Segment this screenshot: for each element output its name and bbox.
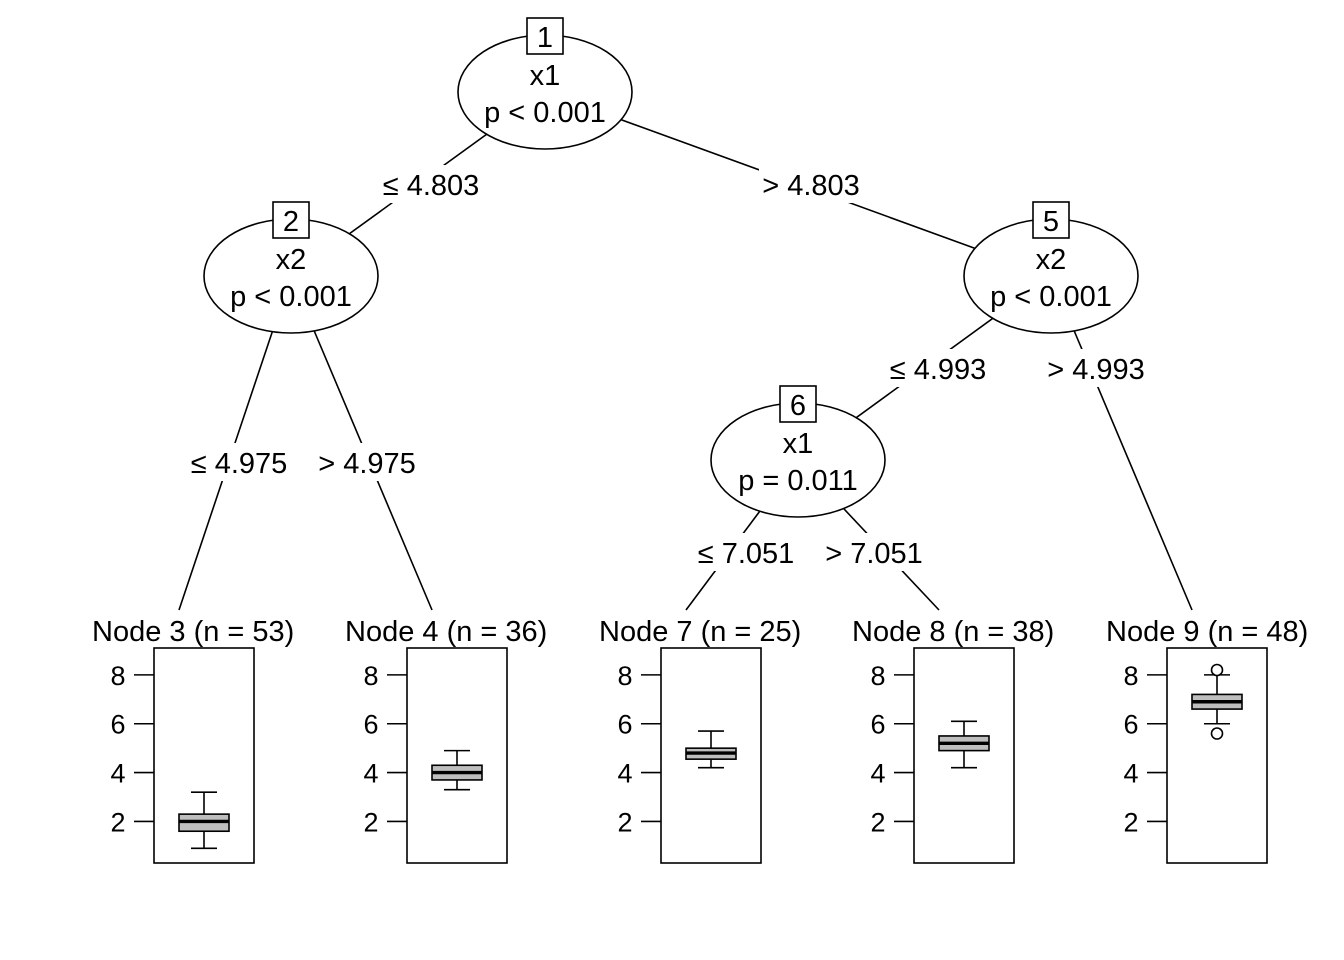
- y-axis-tick-label: 6: [617, 710, 632, 740]
- inner-node-2: 2 x2 p < 0.001: [203, 201, 379, 334]
- terminal-node-7: Node 7 (n = 25) 2 4 6 8: [597, 615, 802, 864]
- y-axis-tick-label: 6: [1123, 710, 1138, 740]
- edges-layer: [178, 91, 1193, 611]
- edge-label-5-6: ≤ 4.993: [886, 349, 990, 387]
- y-axis-tick-label: 4: [617, 759, 632, 789]
- node-p-value-label: p < 0.001: [230, 281, 352, 313]
- edge-label-2-3: ≤ 4.975: [187, 443, 291, 481]
- edge-label-1-5: > 4.803: [759, 165, 863, 203]
- inner-node-1: 1 x1 p < 0.001: [457, 17, 633, 150]
- y-axis-tick-label: 8: [870, 661, 885, 691]
- terminal-node-title: Node 4 (n = 36): [345, 616, 547, 648]
- edge-label-background: [886, 349, 990, 387]
- y-axis-tick-label: 2: [870, 807, 885, 837]
- edge-label-text: ≤ 4.975: [191, 448, 288, 480]
- edge-label-background: [379, 165, 483, 203]
- y-axis-tick-label: 2: [617, 807, 632, 837]
- inner-node-6: 6 x1 p = 0.011: [710, 385, 886, 518]
- edge-label-background: [315, 443, 419, 481]
- boxplot-panel: [153, 647, 255, 864]
- node-p-value-label: p = 0.011: [738, 465, 858, 497]
- boxplot-panel: [406, 647, 508, 864]
- y-axis-tick-label: 4: [1123, 759, 1138, 789]
- terminal-node-9: Node 9 (n = 48) 2 4 6 8: [1104, 615, 1344, 864]
- edge-label-6-7: ≤ 7.051: [694, 533, 798, 571]
- y-axis-tick-label: 2: [363, 807, 378, 837]
- y-axis-tick-label: 2: [1123, 807, 1138, 837]
- node-id-label: 2: [283, 206, 299, 238]
- node-title-background: [850, 615, 1055, 649]
- y-axis-tick-label: 8: [363, 661, 378, 691]
- y-axis-tick-label: 8: [617, 661, 632, 691]
- edge-label-background: [759, 165, 863, 203]
- outlier-point: [1210, 727, 1224, 740]
- node-id-box: [1032, 201, 1070, 239]
- boxplot-panel: [1166, 647, 1268, 864]
- boxplot-panel: [913, 647, 1015, 864]
- node-variable-label: x2: [1036, 244, 1067, 276]
- terminal-node-3: Node 3 (n = 53) 2 4 6 8: [90, 615, 295, 864]
- node-variable-label: x1: [783, 428, 814, 460]
- y-axis-tick-label: 6: [363, 710, 378, 740]
- y-axis-tick-label: 4: [363, 759, 378, 789]
- y-axis-tick-label: 6: [870, 710, 885, 740]
- edge-label-background: [822, 533, 926, 571]
- y-axis-tick-label: 8: [110, 661, 125, 691]
- edge-label-1-2: ≤ 4.803: [379, 165, 483, 203]
- y-axis-tick-label: 4: [870, 759, 885, 789]
- edge-label-background: [1044, 349, 1148, 387]
- node-id-box: [272, 201, 310, 239]
- edge-label-text: > 4.803: [762, 170, 860, 202]
- node-id-label: 6: [790, 390, 806, 422]
- node-p-value-label: p < 0.001: [484, 97, 606, 129]
- edge-label-text: > 7.051: [825, 538, 923, 570]
- y-axis-tick-label: 6: [110, 710, 125, 740]
- boxplot-panel: [660, 647, 762, 864]
- y-axis-tick-label: 2: [110, 807, 125, 837]
- inner-node-5: 5 x2 p < 0.001: [963, 201, 1139, 334]
- terminal-node-title: Node 8 (n = 38): [852, 616, 1054, 648]
- node-title-background: [597, 615, 802, 649]
- node-title-background: [90, 615, 295, 649]
- node-title-background: [1104, 615, 1344, 649]
- inner-nodes-layer: 1 x1 p < 0.001 2 x2 p < 0.001 5 x2 p < 0.001 6 x1 p…: [203, 17, 1139, 518]
- node-id-label: 1: [537, 22, 553, 54]
- node-variable-label: x1: [530, 60, 561, 92]
- edge-label-6-8: > 7.051: [822, 533, 926, 571]
- terminal-node-title: Node 9 (n = 48): [1106, 616, 1308, 648]
- node-id-box: [779, 385, 817, 423]
- edge-label-background: [187, 443, 291, 481]
- outlier-point: [1210, 663, 1224, 677]
- edge-labels-layer: ≤ 4.803 > 4.803 ≤ 4.975 > 4.975 ≤ 4.993 > 4.9…: [187, 165, 1148, 571]
- terminal-node-title: Node 7 (n = 25): [599, 616, 801, 648]
- terminal-node-8: Node 8 (n = 38) 2 4 6 8: [850, 615, 1055, 864]
- y-axis-tick-label: 4: [110, 759, 125, 789]
- edge-label-text: ≤ 4.993: [890, 354, 987, 386]
- edge-label-text: > 4.975: [318, 448, 416, 480]
- y-axis-tick-label: 8: [1123, 661, 1138, 691]
- terminal-node-title: Node 3 (n = 53): [92, 616, 294, 648]
- edge-label-2-4: > 4.975: [315, 443, 419, 481]
- node-id-label: 5: [1043, 206, 1059, 238]
- node-variable-label: x2: [276, 244, 307, 276]
- node-id-box: [526, 17, 564, 55]
- node-title-background: [343, 615, 548, 649]
- edge-label-5-9: > 4.993: [1044, 349, 1148, 387]
- node-p-value-label: p < 0.001: [990, 281, 1112, 313]
- edge-label-text: ≤ 4.803: [383, 170, 480, 202]
- edge-label-background: [694, 533, 798, 571]
- edge-label-text: > 4.993: [1047, 354, 1145, 386]
- edge-label-text: ≤ 7.051: [698, 538, 795, 570]
- terminal-node-4: Node 4 (n = 36) 2 4 6 8: [343, 615, 548, 864]
